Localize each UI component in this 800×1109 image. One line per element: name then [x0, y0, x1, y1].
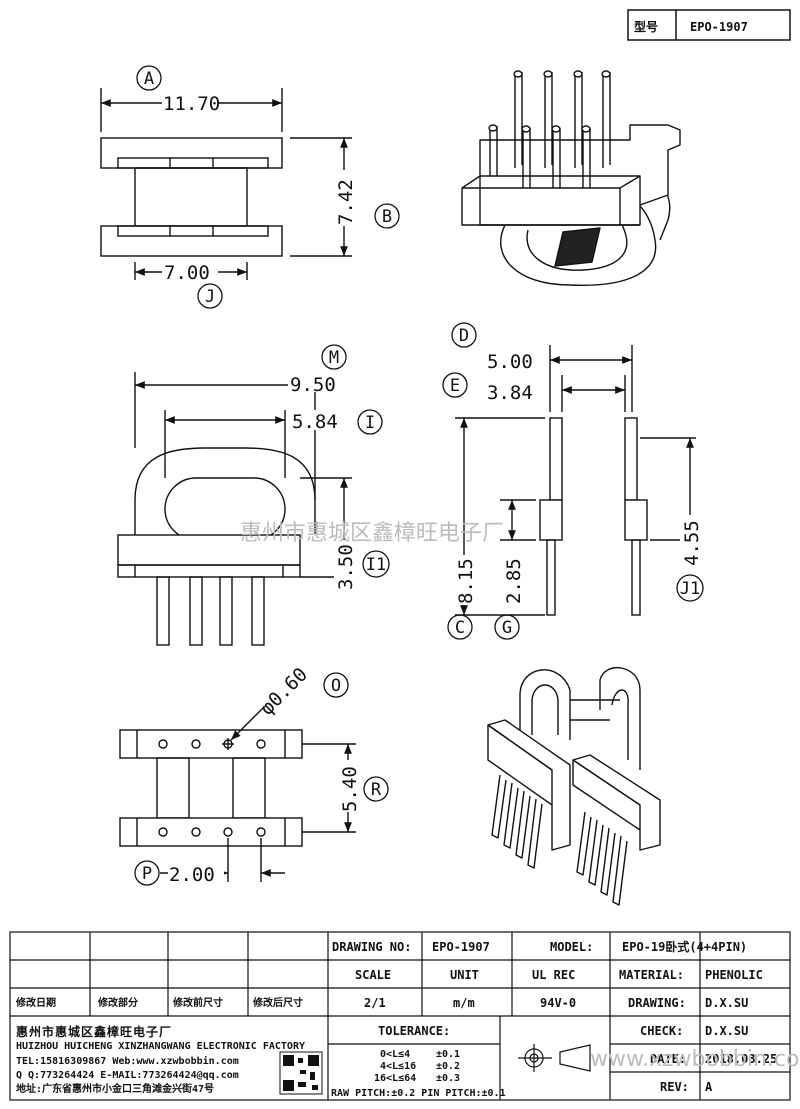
label-I1: I1	[366, 555, 386, 575]
tolerance-value-3: ±0.3	[436, 1073, 460, 1084]
tolerance-range-2: 4<L≤16	[380, 1061, 416, 1072]
rev-header-part: 修改部分	[97, 996, 138, 1009]
check-label: CHECK:	[640, 1024, 683, 1038]
contact-qq: Q Q:773264424 E-MAIL:773264424@qq.com	[16, 1070, 239, 1081]
label-M: M	[329, 348, 339, 368]
ul-value: 94V-0	[540, 996, 576, 1010]
label-I: I	[365, 413, 375, 433]
dim-C-value: 8.15	[455, 558, 477, 604]
dim-E-value: 3.84	[487, 382, 533, 404]
dim-I1-value: 3.50	[335, 544, 357, 590]
rev-value: A	[705, 1080, 713, 1094]
view-top	[100, 88, 352, 280]
date-label: DATE:	[650, 1052, 686, 1066]
label-P: P	[142, 864, 152, 884]
rev-label: REV:	[660, 1080, 689, 1094]
label-B: B	[382, 207, 392, 227]
unit-label: UNIT	[450, 968, 479, 982]
watermark-url: www.xzwbobbin.com	[590, 1047, 800, 1072]
company-name-en: HUIZHOU HUICHENG XINZHANGWANG ELECTRONIC…	[16, 1041, 305, 1052]
label-E: E	[450, 376, 460, 396]
dim-R-value: 5.40	[339, 766, 361, 812]
rev-header-date: 修改日期	[15, 996, 56, 1009]
title-block-lines	[9, 931, 791, 1101]
material-label: MATERIAL:	[619, 968, 684, 982]
check-value: D.X.SU	[705, 1024, 748, 1038]
dim-J1-value: 4.55	[681, 520, 703, 566]
projection-symbol-icon	[518, 1044, 591, 1072]
model-label: MODEL:	[550, 940, 593, 954]
watermark-text: 惠州市惠城区鑫樟旺电子厂	[240, 521, 504, 546]
label-O: O	[331, 676, 341, 696]
label-J1: J1	[680, 579, 700, 599]
part-number-header: 型号 EPO-1907	[627, 9, 791, 41]
drawing-no-label: DRAWING NO:	[332, 940, 411, 954]
company-address: 地址:广东省惠州市小金口三角滩金兴街47号	[16, 1082, 214, 1095]
tolerance-label: TOLERANCE:	[378, 1024, 450, 1038]
drawing-by-label: DRAWING:	[628, 996, 686, 1010]
label-D: D	[459, 326, 469, 346]
tolerance-value-2: ±0.2	[436, 1061, 460, 1072]
dim-D-value: 5.00	[487, 351, 533, 373]
contact-tel: TEL:15816309867 Web:www.xzwbobbin.com	[16, 1055, 239, 1067]
scale-value: 2/1	[364, 996, 386, 1010]
isometric-view-bottom	[487, 667, 661, 906]
isometric-view-top	[461, 70, 681, 286]
qr-code-icon	[279, 1051, 323, 1095]
header-part-number: EPO-1907	[690, 20, 748, 34]
dim-P-value: 2.00	[169, 864, 215, 886]
view-bottom	[119, 705, 356, 882]
dim-I-value: 5.84	[292, 411, 338, 433]
label-A: A	[144, 69, 154, 89]
view-front	[117, 372, 352, 646]
dim-G-value: 2.85	[503, 558, 525, 604]
unit-value: m/m	[453, 996, 475, 1010]
dim-B-value: 7.42	[335, 179, 357, 225]
company-name-cn: 惠州市惠城区鑫樟旺电子厂	[16, 1024, 172, 1039]
scale-label: SCALE	[355, 968, 391, 982]
drawing-by-value: D.X.SU	[705, 996, 748, 1010]
dim-M-value: 9.50	[290, 374, 336, 396]
dim-O-value: φ0.60	[256, 664, 312, 720]
material-value: PHENOLIC	[705, 968, 763, 982]
label-J: J	[205, 287, 215, 307]
tolerance-range-1: 0<L≤4	[380, 1049, 410, 1060]
dim-A-value: 11.70	[163, 93, 220, 115]
model-value: EPO-19卧式(4+4PIN)	[622, 939, 747, 954]
rev-header-after: 修改后尺寸	[252, 996, 303, 1009]
label-C: C	[455, 618, 465, 638]
type-label: 型号	[634, 19, 658, 34]
rev-header-before: 修改前尺寸	[172, 996, 223, 1009]
tolerance-range-3: 16<L≤64	[374, 1073, 416, 1084]
label-R: R	[371, 780, 382, 800]
date-value: 2018.03.25	[705, 1052, 777, 1066]
ul-label: UL REC	[532, 968, 575, 982]
tolerance-value-1: ±0.1	[436, 1049, 460, 1060]
pitch-note: RAW PITCH:±0.2 PIN PITCH:±0.1	[331, 1088, 506, 1099]
drawing-no-value: EPO-1907	[432, 940, 490, 954]
dim-J-value: 7.00	[164, 262, 210, 284]
label-G: G	[502, 618, 512, 638]
